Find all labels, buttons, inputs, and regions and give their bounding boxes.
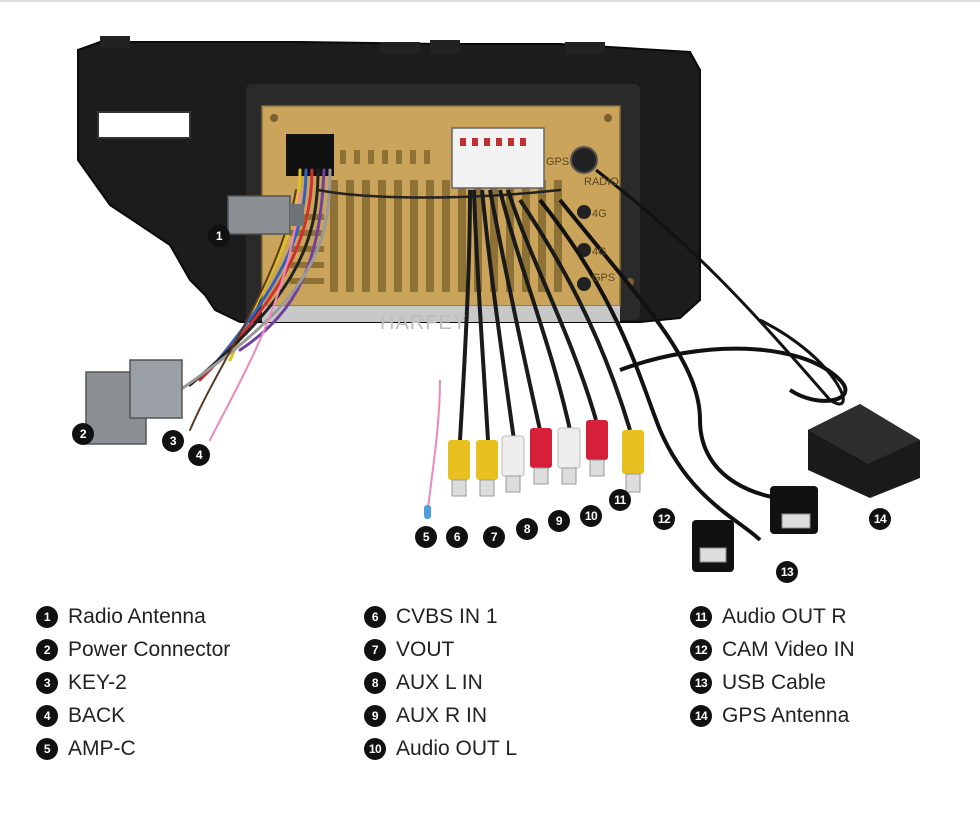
usb-plug	[692, 520, 734, 572]
callout-4: 4	[188, 444, 210, 466]
chassis-lip	[262, 306, 620, 322]
legend-label: Audio OUT R	[722, 604, 847, 628]
legend-label: Power Connector	[68, 637, 231, 661]
legend-column-3: 11 Audio OUT R 12 CAM Video IN 13 USB Cable…	[690, 600, 855, 732]
legend-number: 3	[36, 671, 58, 694]
callout-14: 14	[869, 508, 891, 530]
legend-number: 14	[690, 704, 712, 727]
port-gps-b	[577, 277, 591, 291]
callout-3: 3	[162, 430, 184, 452]
legend-column-1: 1 Radio Antenna 2 Power Connector 3 KEY-2 4…	[36, 600, 230, 765]
legend-item: 12 CAM Video IN	[690, 633, 855, 666]
callout-13: 13	[776, 561, 798, 583]
harness-socket	[286, 134, 334, 176]
radio-port-label: RADIO	[584, 176, 619, 188]
frame-slot	[97, 111, 191, 139]
rca-plug	[622, 430, 644, 493]
frame-tab	[565, 42, 605, 54]
rca-plug	[448, 440, 470, 497]
legend-label: BACK	[68, 703, 126, 727]
legend-label: AUX R IN	[396, 703, 488, 727]
legend-item: 7 VOUT	[364, 633, 517, 666]
legend-label: CVBS IN 1	[396, 604, 498, 628]
legend-number: 1	[36, 605, 58, 628]
legend-item: 5 AMP-C	[36, 732, 230, 765]
gps-port	[570, 146, 598, 174]
legend-item: 13 USB Cable	[690, 666, 855, 699]
legend-label: CAM Video IN	[722, 637, 855, 661]
vent-row-top	[340, 150, 430, 164]
callout-9: 9	[548, 510, 570, 532]
rca-plug	[530, 428, 552, 485]
legend-label: VOUT	[396, 637, 455, 661]
port-4g-a	[577, 205, 591, 219]
gps-cable	[595, 168, 845, 406]
center-connector-block	[451, 127, 545, 189]
legend-label: AUX L IN	[396, 670, 483, 694]
port-gps-b-label: GPS	[592, 272, 616, 284]
callout-12: 12	[653, 508, 675, 530]
rca-plug	[501, 435, 525, 493]
callout-10: 10	[580, 505, 602, 527]
legend-item: 1 Radio Antenna	[36, 600, 230, 633]
antenna-adapter	[227, 195, 291, 235]
power-connector	[85, 359, 183, 445]
gps-antenna	[808, 404, 920, 498]
legend-label: Audio OUT L	[396, 736, 518, 760]
callout-8: 8	[516, 518, 538, 540]
brand-watermark: HARFEY	[380, 312, 468, 334]
frame-tab	[380, 42, 420, 54]
frame-tab	[430, 40, 460, 54]
legend-item: 9 AUX R IN	[364, 699, 517, 732]
amp-wire	[427, 379, 441, 509]
callout-5: 5	[415, 526, 437, 548]
legend-number: 13	[690, 671, 712, 694]
connector-pins	[460, 138, 526, 146]
legend-column-2: 6 CVBS IN 1 7 VOUT 8 AUX L IN 9 AUX R IN 10 A…	[364, 600, 517, 765]
legend-item: 11 Audio OUT R	[690, 600, 855, 633]
legend-number: 6	[364, 605, 386, 628]
legend-number: 9	[364, 704, 386, 727]
legend-label: AMP-C	[68, 736, 136, 760]
callout-11: 11	[609, 489, 631, 511]
legend-item: 14 GPS Antenna	[690, 699, 855, 732]
legend-item: 3 KEY-2	[36, 666, 230, 699]
callout-7: 7	[483, 526, 505, 548]
usb-plug	[770, 486, 818, 534]
rca-plug	[557, 427, 581, 485]
legend-item: 6 CVBS IN 1	[364, 600, 517, 633]
legend-label: GPS Antenna	[722, 703, 850, 727]
legend-label: Radio Antenna	[68, 604, 206, 628]
legend-item: 4 BACK	[36, 699, 230, 732]
legend-number: 7	[364, 638, 386, 661]
legend-item: 2 Power Connector	[36, 633, 230, 666]
legend-label: USB Cable	[722, 670, 826, 694]
callout-1: 1	[208, 225, 230, 247]
legend-number: 11	[690, 605, 712, 628]
legend-item: 8 AUX L IN	[364, 666, 517, 699]
screw	[604, 114, 612, 122]
amp-tip	[424, 505, 431, 519]
legend-item: 10 Audio OUT L	[364, 732, 517, 765]
rca-plug	[476, 440, 498, 497]
gps-port-label: GPS	[546, 156, 570, 168]
legend-number: 12	[690, 638, 712, 661]
legend-number: 8	[364, 671, 386, 694]
rca-cables	[458, 189, 632, 441]
legend-number: 4	[36, 704, 58, 727]
screw	[270, 114, 278, 122]
port-4g-b-label: 4G	[592, 246, 607, 258]
legend-number: 10	[364, 737, 386, 760]
legend-label: KEY-2	[68, 670, 127, 694]
frame-tab	[100, 36, 130, 48]
rca-plug	[586, 420, 608, 477]
callout-6: 6	[446, 526, 468, 548]
legend-number: 2	[36, 638, 58, 661]
port-4g-a-label: 4G	[592, 208, 607, 220]
callout-2: 2	[72, 423, 94, 445]
legend-number: 5	[36, 737, 58, 760]
